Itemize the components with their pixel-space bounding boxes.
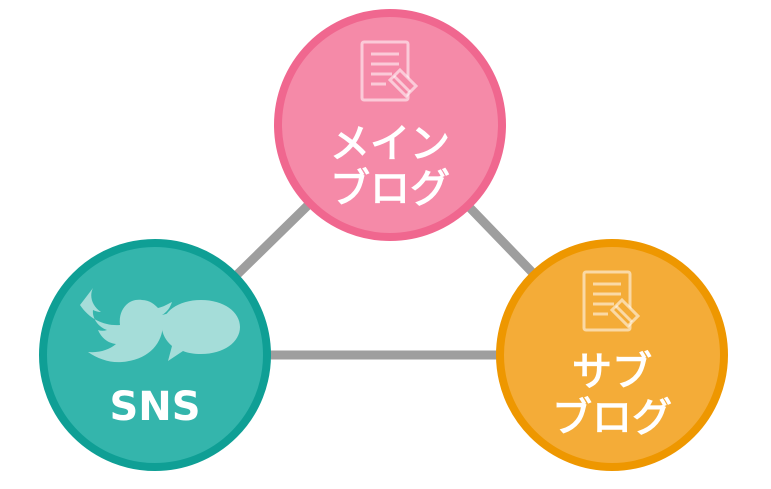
sub-blog-node: サブ ブログ <box>496 239 728 471</box>
main-blog-label-line1: メイン <box>330 121 450 167</box>
sub-blog-circle <box>496 239 728 471</box>
document-pencil-icon <box>360 40 419 102</box>
document-pencil-icon <box>582 270 641 332</box>
sns-label: SNS <box>109 384 200 430</box>
sns-circle <box>39 239 271 471</box>
sns-node: SNS <box>39 239 271 471</box>
main-blog-circle <box>274 9 506 241</box>
twitter-bird-icon <box>80 288 174 363</box>
main-blog-node: メイン ブログ <box>274 9 506 241</box>
sub-blog-label-line2: ブログ <box>552 395 672 441</box>
speech-bubble-icon <box>162 300 240 361</box>
main-blog-label-line2: ブログ <box>330 166 450 212</box>
sub-blog-label-line1: サブ <box>572 349 652 395</box>
